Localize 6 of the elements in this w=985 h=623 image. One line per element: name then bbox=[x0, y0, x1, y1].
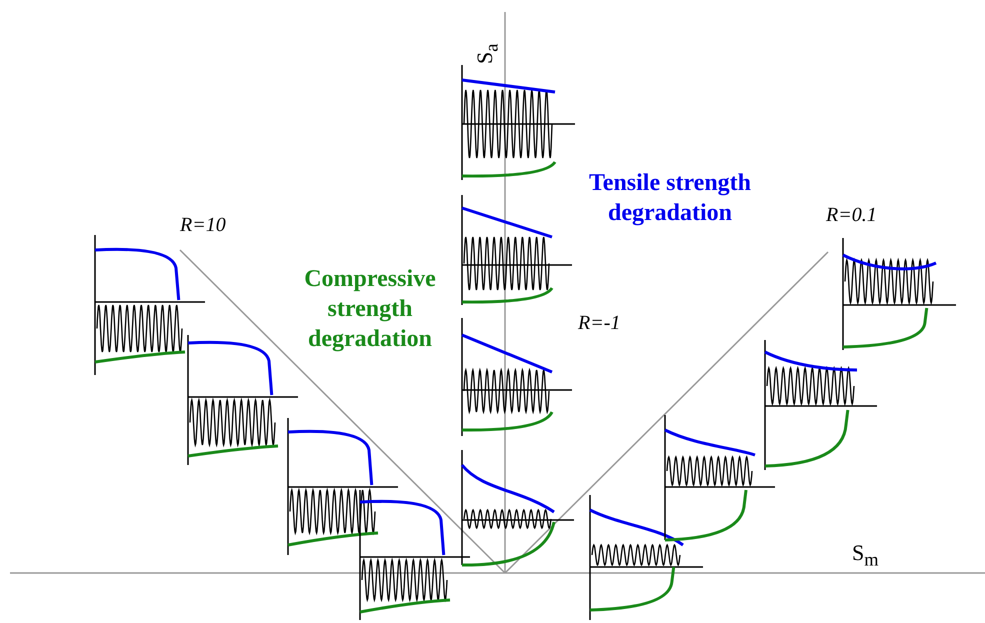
ratio-label: R=0.1 bbox=[826, 204, 877, 227]
ratio-label: R=-1 bbox=[578, 312, 620, 335]
ratio-label: R=10 bbox=[180, 214, 226, 237]
region-label: Tensile strength degradation bbox=[588, 169, 752, 228]
region-label: Compressive strength degradation bbox=[303, 265, 437, 354]
axis-label: S$_{m}$ bbox=[852, 540, 879, 570]
